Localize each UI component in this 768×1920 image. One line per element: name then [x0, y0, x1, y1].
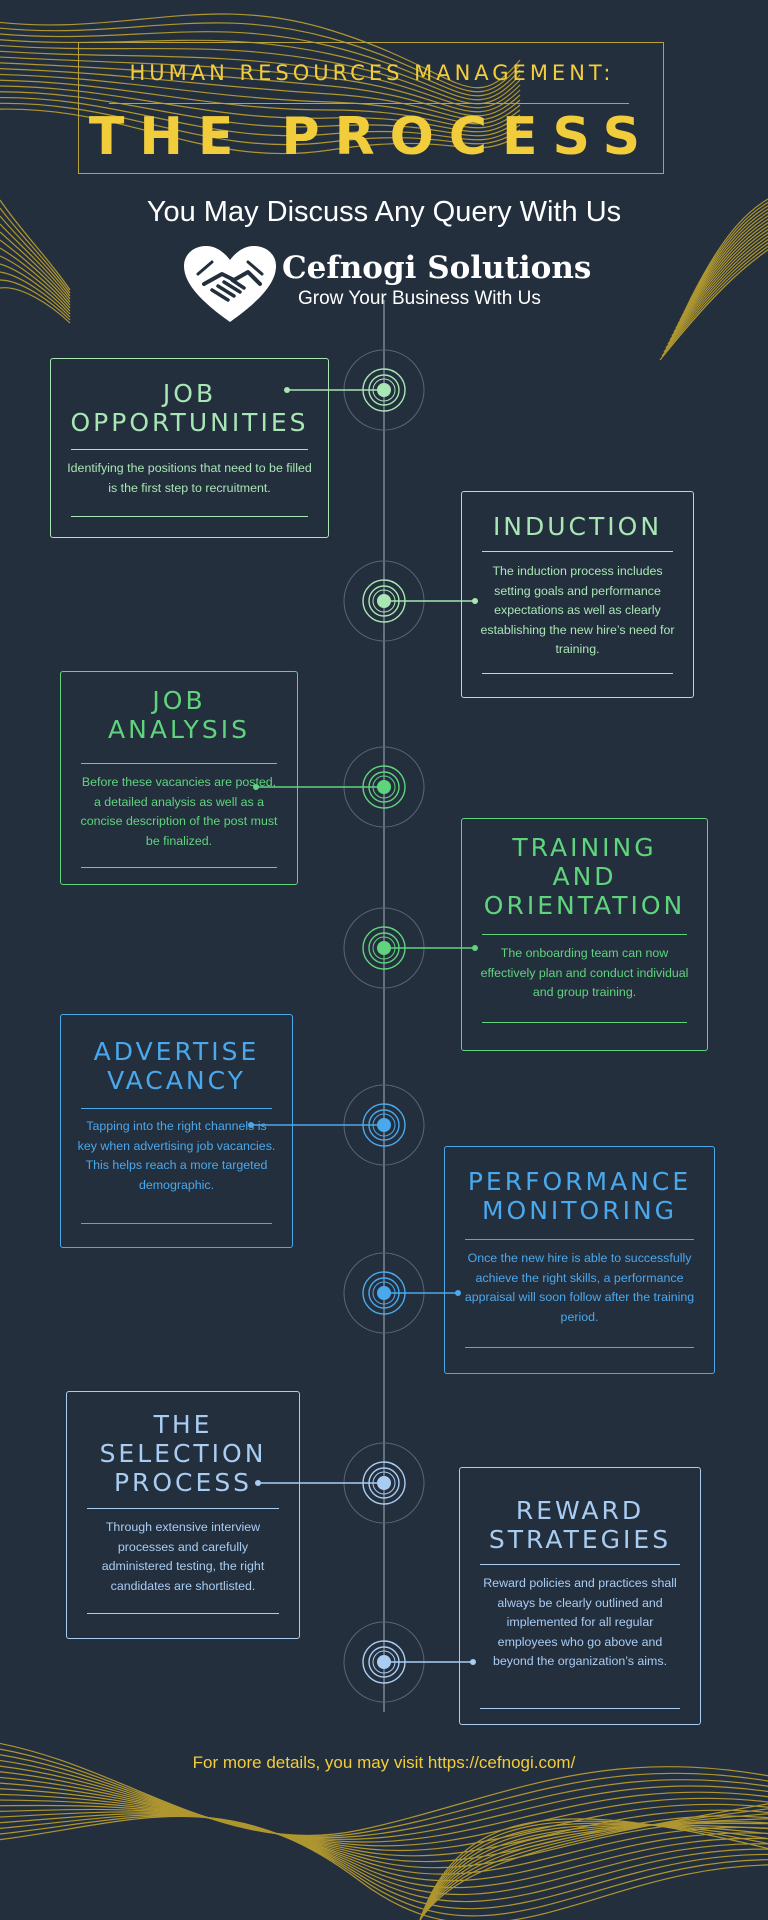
- step-title: TRAINING AND ORIENTATION: [483, 833, 686, 920]
- step-description: Once the new hire is able to successfull…: [464, 1251, 695, 1324]
- step-bottom-divider: [81, 867, 277, 868]
- step-title: ADVERTISE VACANCY: [93, 1037, 260, 1095]
- subheading: You May Discuss Any Query With Us: [146, 196, 622, 228]
- step-description: Tapping into the right channels is key w…: [77, 1119, 276, 1192]
- step-title: PERFORMANCE MONITORING: [467, 1167, 692, 1225]
- step-card: JOB ANALYSIS Before these vacancies are p…: [60, 671, 298, 885]
- step-divider: [81, 763, 277, 764]
- timeline-node: [248, 1084, 425, 1166]
- step-bottom-divider: [482, 673, 673, 674]
- step-description: Identifying the positions that need to b…: [67, 461, 312, 495]
- title-small: HUMAN RESOURCES MANAGEMENT:: [129, 61, 615, 85]
- step-divider: [482, 551, 673, 552]
- timeline-node: [343, 907, 478, 989]
- timeline-node: [343, 560, 478, 642]
- step-bottom-divider: [87, 1613, 279, 1614]
- step-card: PERFORMANCE MONITORING Once the new hire …: [444, 1146, 715, 1374]
- step-bottom-divider: [480, 1708, 680, 1709]
- step-divider: [465, 1239, 694, 1240]
- company-name: Cefnogi Solutions: [282, 250, 592, 286]
- step-description: The induction process includes setting g…: [480, 564, 675, 656]
- step-card: REWARD STRATEGIES Reward policies and pra…: [459, 1467, 701, 1725]
- step-card: TRAINING AND ORIENTATION The onboarding t…: [461, 818, 708, 1051]
- timeline-node: [253, 746, 425, 828]
- step-card: ADVERTISE VACANCY Tapping into the right …: [60, 1014, 293, 1248]
- step-title: JOB ANALYSIS: [108, 686, 250, 744]
- step-divider: [482, 934, 687, 935]
- step-description: The onboarding team can now effectively …: [480, 946, 689, 999]
- page-title: THE PROCESS: [88, 107, 656, 167]
- handshake-heart-icon: [184, 246, 276, 322]
- footer-note: For more details, you may visit https://…: [192, 1753, 576, 1772]
- step-card: THE SELECTION PROCESS Through extensive i…: [66, 1391, 300, 1639]
- step-title: THE SELECTION PROCESS: [99, 1410, 267, 1497]
- step-card: JOB OPPORTUNITIES Identifying the positio…: [50, 358, 329, 538]
- step-title: REWARD STRATEGIES: [488, 1496, 672, 1554]
- timeline-node: [284, 349, 425, 431]
- step-title: INDUCTION: [492, 512, 663, 541]
- step-bottom-divider: [482, 1022, 687, 1023]
- title-frame: HUMAN RESOURCES MANAGEMENT: THE PROCESS: [78, 42, 664, 174]
- step-description: Reward policies and practices shall alwa…: [483, 1576, 677, 1668]
- step-bottom-divider: [81, 1223, 272, 1224]
- title-divider: [109, 103, 629, 104]
- step-divider: [81, 1108, 272, 1109]
- step-title: JOB OPPORTUNITIES: [70, 379, 309, 437]
- timeline-node: [343, 1252, 461, 1334]
- timeline-node: [343, 1621, 476, 1703]
- step-description: Before these vacancies are posted, a det…: [80, 775, 278, 848]
- step-bottom-divider: [71, 516, 308, 517]
- step-card: INDUCTION The induction process includes …: [461, 491, 694, 698]
- step-divider: [480, 1564, 680, 1565]
- step-description: Through extensive interview processes an…: [101, 1520, 265, 1593]
- step-divider: [87, 1508, 279, 1509]
- step-divider: [71, 449, 308, 450]
- company-tagline: Grow Your Business With Us: [298, 288, 541, 309]
- step-bottom-divider: [465, 1347, 694, 1348]
- timeline-node: [255, 1442, 425, 1524]
